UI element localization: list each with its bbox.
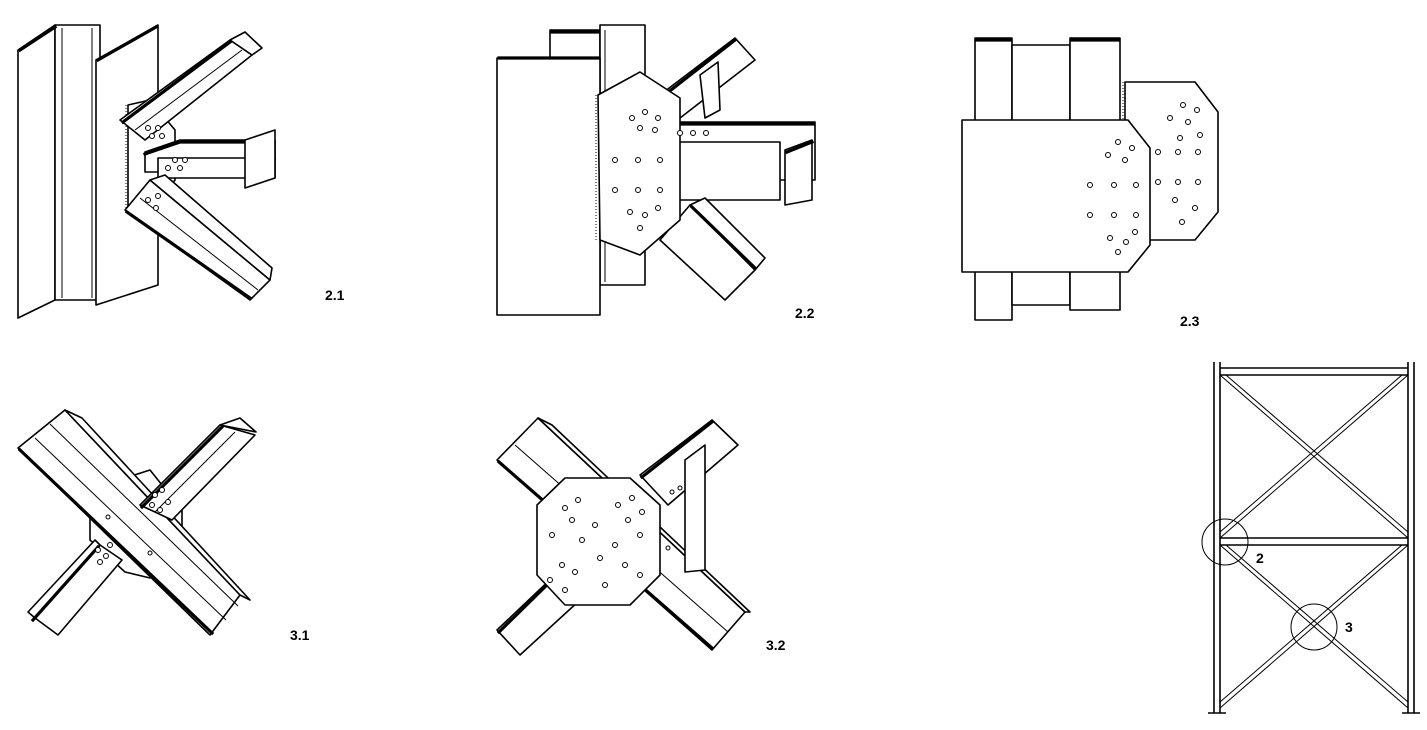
bolts (612, 109, 709, 231)
detail-label-2-3: 2.3 (1180, 313, 1200, 329)
callout-label-3: 3 (1345, 619, 1353, 635)
horizontal-beam (142, 129, 276, 189)
gusset-plate (536, 477, 661, 606)
detail-2-2-drawing: 2.2 (496, 24, 816, 321)
column (17, 24, 159, 319)
lower-diagonal-brace (659, 197, 766, 301)
detail-3-2-drawing: 3.2 (496, 417, 786, 656)
upper-right-diagonal-brace (639, 419, 739, 573)
frame-beams (1220, 367, 1408, 546)
detail-2-3-drawing: 2.3 (961, 37, 1219, 329)
bolts (95, 487, 171, 565)
upper-right-diagonal-brace (139, 417, 257, 521)
upper-diagonal-brace (659, 37, 756, 119)
lower-left-diagonal-brace (27, 539, 123, 636)
detail-label-2-1: 2.1 (325, 287, 345, 303)
cover-plate (961, 119, 1151, 273)
lower-diagonal-brace (124, 174, 273, 301)
detail-3-1-drawing: 3.1 (17, 409, 310, 643)
detail-label-2-2: 2.2 (795, 305, 815, 321)
detail-label-3-1: 3.1 (290, 627, 310, 643)
upper-x-bracing (1219, 374, 1409, 539)
upper-diagonal-brace (119, 31, 263, 141)
callout-circle-2 (1201, 518, 1249, 566)
detail-2-1-drawing: 2.1 (17, 24, 345, 319)
braced-frame-elevation: 2 3 (1201, 362, 1420, 714)
lower-x-bracing (1219, 544, 1409, 709)
bolts (547, 485, 683, 593)
horizontal-beam (659, 121, 816, 206)
callout-label-2: 2 (1256, 550, 1264, 566)
bolts (145, 125, 188, 211)
callout-circle-3 (1290, 603, 1338, 651)
bolts (1087, 102, 1203, 255)
detail-label-3-2: 3.2 (766, 637, 786, 653)
